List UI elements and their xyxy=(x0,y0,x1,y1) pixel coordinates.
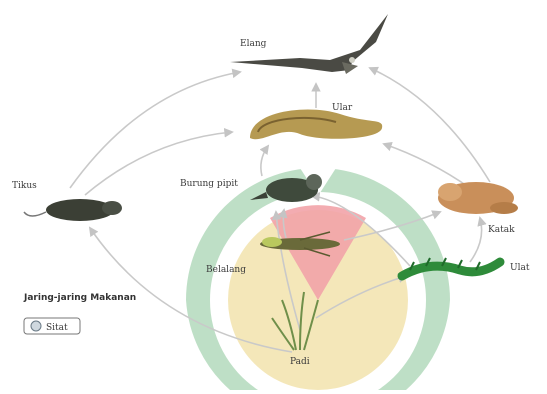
label-burung-pipit-text: Burung pipit xyxy=(180,179,238,189)
legend-badge-text: Sitat xyxy=(46,323,68,333)
label-tikus: Tikus xyxy=(12,181,37,191)
ular-image xyxy=(250,109,382,139)
label-ular: Ular xyxy=(332,103,353,113)
legend: Jaring-jaring Makanan Sitat xyxy=(23,293,136,334)
arrow-katak-elang xyxy=(370,68,490,182)
label-belalang: Belalang xyxy=(206,265,246,275)
label-burung-pipit: Burung pipit xyxy=(180,179,238,189)
legend-title-text: Jaring-jaring Makanan xyxy=(23,293,136,303)
label-katak: Katak xyxy=(488,225,515,235)
katak-image xyxy=(438,182,518,214)
label-ulat: Ulat xyxy=(510,263,530,273)
tikus-image xyxy=(24,199,122,221)
ulat-image xyxy=(402,258,500,276)
label-padi: Padi xyxy=(290,357,310,367)
legend-badge-icon xyxy=(31,321,41,331)
arrow-pipit-ular xyxy=(261,146,268,176)
arrow-ulat-katak xyxy=(470,218,482,262)
label-elang: Elang xyxy=(240,39,267,49)
legend-title: Jaring-jaring Makanan xyxy=(23,293,136,303)
arrow-tikus-elang xyxy=(70,72,240,188)
arrow-katak-ular xyxy=(384,144,470,188)
